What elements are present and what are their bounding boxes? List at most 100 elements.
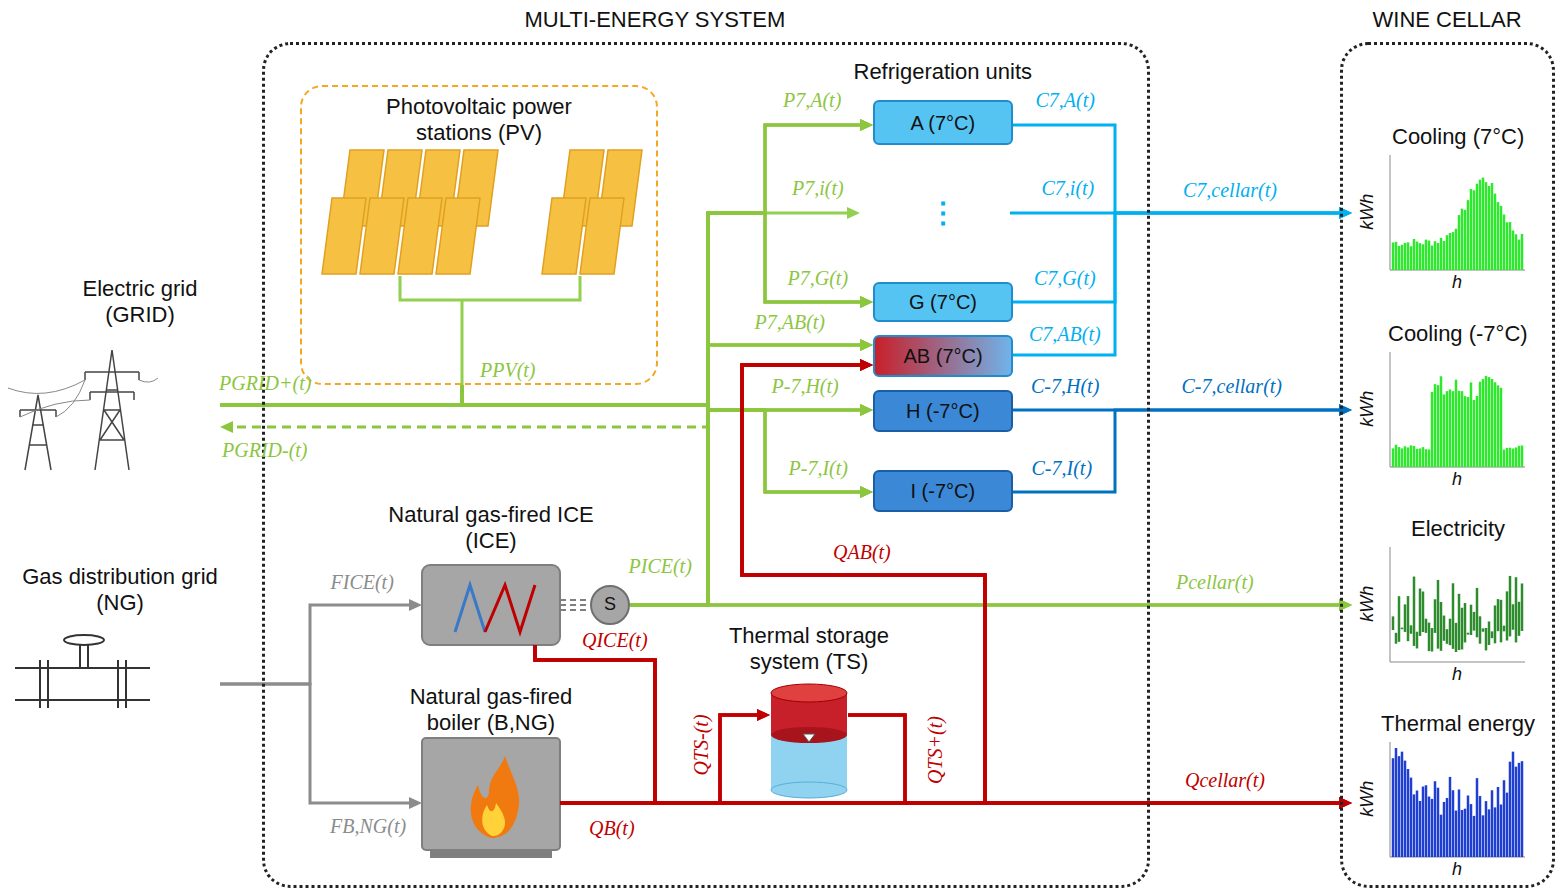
connector xyxy=(462,385,1342,605)
flow-label: QICE(t) xyxy=(582,628,648,652)
connector xyxy=(220,405,863,492)
node-label: Thermal energy xyxy=(1381,711,1535,737)
flow-label: FICE(t) xyxy=(331,570,394,594)
chiller-box: I (-7°C) xyxy=(873,470,1013,512)
chart-bar xyxy=(1503,780,1506,857)
node-label: G (7°C) xyxy=(909,290,977,314)
node-label: A (7°C) xyxy=(911,111,976,135)
flow-label: PICE(t) xyxy=(629,554,692,578)
flow-label: P7,G(t) xyxy=(788,266,849,290)
grid-source: Electric grid (GRID) xyxy=(40,272,220,472)
chart-bar xyxy=(1506,793,1509,857)
boiler xyxy=(482,803,505,836)
chart-bar xyxy=(1479,796,1482,857)
arrowhead xyxy=(860,119,873,131)
chart-bar xyxy=(1401,752,1404,857)
connector xyxy=(462,345,863,405)
unlabelled-branch xyxy=(765,212,848,215)
arrowhead xyxy=(860,486,873,498)
chart-bar xyxy=(1407,596,1410,641)
flow-label: C7,AB(t) xyxy=(1029,322,1101,346)
chart-bar xyxy=(1431,392,1434,467)
arrowhead xyxy=(860,296,873,308)
storage-unit: Thermal storage system (TS) xyxy=(770,683,848,795)
node-label: WINE CELLAR xyxy=(1373,7,1522,33)
chart-bar xyxy=(1395,445,1398,467)
axis-label: h xyxy=(1452,664,1462,686)
node-label: Electric grid (GRID) xyxy=(60,276,220,329)
node-label: Cooling (-7°C) xyxy=(1388,321,1528,347)
arrowhead xyxy=(860,359,873,371)
ice-engine xyxy=(422,565,590,645)
profile-panel: ElectricitykWhh xyxy=(1352,510,1547,688)
pv-panel xyxy=(398,198,442,274)
chart-bar xyxy=(1494,605,1497,643)
chart-bar xyxy=(1461,810,1464,857)
chart-bar xyxy=(1404,604,1407,632)
chart-axis xyxy=(1390,155,1525,270)
flow-label: P-7,H(t) xyxy=(772,374,839,398)
chart-bar xyxy=(1491,379,1494,467)
chart-bar xyxy=(1494,194,1497,270)
chart-bar xyxy=(1470,605,1473,635)
pv-panel xyxy=(542,198,586,274)
chart-bar xyxy=(1518,763,1521,857)
arrowhead xyxy=(409,797,422,809)
chiller-box: G (7°C) xyxy=(873,282,1013,322)
chart-bar xyxy=(1497,787,1500,857)
connector xyxy=(560,715,760,803)
chart-bar xyxy=(1419,801,1422,857)
chart-bar xyxy=(1458,594,1461,650)
flow-label: C7,G(t) xyxy=(1034,266,1096,290)
engine-unit: Natural gas-fired ICE (ICE) xyxy=(422,565,560,645)
chart-bar xyxy=(1494,382,1497,467)
chart-bar xyxy=(1518,602,1521,636)
chart-bar xyxy=(1500,600,1503,642)
chart-bar xyxy=(1443,394,1446,467)
chart-bar xyxy=(1428,449,1431,467)
gas-pipe-symbol xyxy=(15,645,150,708)
chart-axis xyxy=(1390,742,1525,857)
chiller-box: H (-7°C) xyxy=(873,390,1013,432)
chart-bar xyxy=(1392,448,1395,467)
connector xyxy=(630,213,863,605)
pylon-symbol xyxy=(20,395,56,470)
chart-bar xyxy=(1518,446,1521,467)
node-label: S xyxy=(604,594,616,616)
boiler xyxy=(471,756,519,838)
flow-label: C7,cellar(t) xyxy=(1183,178,1277,202)
chart-bar xyxy=(1458,790,1461,857)
profile-chart xyxy=(1390,155,1525,857)
connector xyxy=(462,125,863,405)
chart-bar xyxy=(1434,781,1437,857)
chart-bar xyxy=(1503,215,1506,270)
flow-label: C7,i(t) xyxy=(1042,176,1095,200)
profile-panel: Thermal energykWhh xyxy=(1352,705,1547,883)
chart-bar xyxy=(1449,233,1452,270)
chart-bar xyxy=(1425,449,1428,467)
chart-bar xyxy=(1404,243,1407,270)
arrowhead xyxy=(860,119,873,131)
chart-bar xyxy=(1440,376,1443,467)
node-label: I (-7°C) xyxy=(911,479,976,503)
chart-bar xyxy=(1428,623,1431,652)
chart-bar xyxy=(1482,628,1485,631)
chart-bar xyxy=(1509,576,1512,636)
chart-bar xyxy=(1410,246,1413,270)
chart-bar xyxy=(1392,758,1395,857)
chart-bar xyxy=(1476,396,1479,467)
chart-bar xyxy=(1413,446,1416,467)
chart-bar xyxy=(1434,384,1437,467)
chart-bar xyxy=(1422,244,1425,270)
chart-bar xyxy=(1515,234,1518,270)
storage-tank xyxy=(771,684,847,702)
boiler xyxy=(422,738,560,850)
flow-label: QAB(t) xyxy=(833,540,891,564)
chart-bar xyxy=(1488,809,1491,857)
arrowhead xyxy=(860,404,873,416)
connector xyxy=(1013,213,1342,355)
chart-bar xyxy=(1464,809,1467,857)
cellar-region: WINE CELLARCooling (7°C)kWhhCooling (-7°… xyxy=(1340,42,1555,888)
chart-bar xyxy=(1521,583,1524,631)
